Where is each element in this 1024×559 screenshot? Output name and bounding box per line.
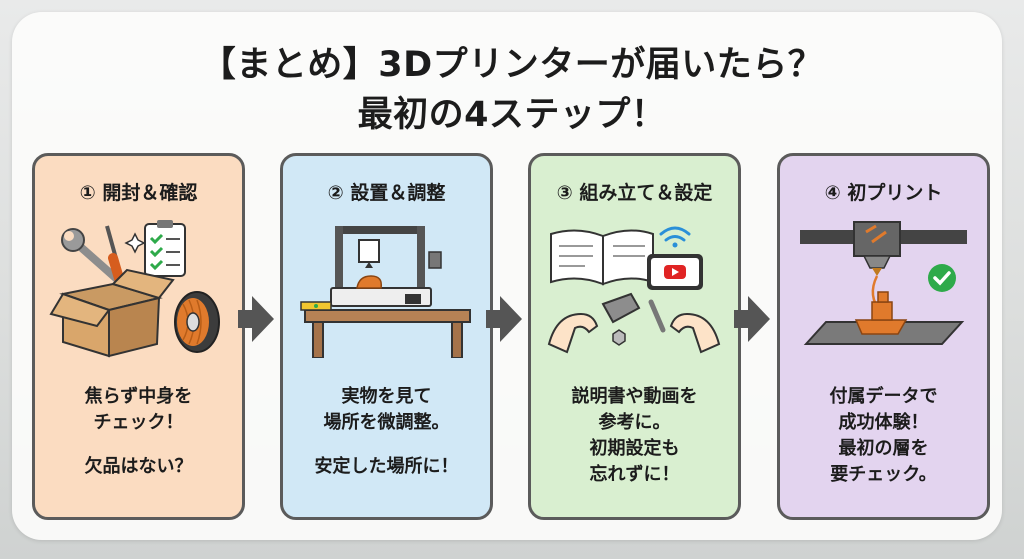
page-subtitle: 最初の4ステップ！: [357, 95, 667, 135]
unboxing-illustration: [49, 220, 220, 358]
arrow-right-icon: [734, 296, 770, 342]
nozzle-icon: [800, 221, 967, 276]
step-description: 焦らず中身を チェック！ 欠品はない？: [84, 386, 193, 477]
step-description: 付属データで 成功体験！ 最初の層を 要チェック。: [829, 386, 938, 485]
setup-illustration: [300, 226, 471, 358]
page-title: 【まとめ】3Dプリンターが届いたら？: [200, 45, 824, 85]
step-description: 実物を見て 場所を微調整。 安定した場所に！: [314, 386, 459, 477]
step-description: 説明書や動画を 参考に。 初期設定も 忘れずに！: [571, 386, 698, 485]
step-card-unbox: ① 開封＆確認: [32, 153, 245, 520]
step-title: ③ 組み立て＆設定: [556, 182, 713, 204]
box-icon: [49, 268, 175, 358]
first-print-illustration: [800, 221, 967, 345]
step-card-assemble: ③ 組み立て＆設定 説明書や動画を 参考に。 初期設定も 忘れずに！: [528, 153, 741, 520]
step-title: ② 設置＆調整: [327, 182, 446, 204]
step-title: ④ 初プリント: [824, 182, 943, 204]
step-card-first-print: ④ 初プリント 付属データで 成功体験！ 最初の層を 要チェック。: [777, 153, 990, 520]
video-icon: [647, 254, 703, 290]
table-icon: [304, 309, 471, 358]
level-icon: [300, 301, 332, 311]
boat-model-icon: [854, 291, 908, 335]
wifi-icon: [659, 226, 691, 248]
sparkle-icon: [124, 232, 146, 254]
hands-icon: [547, 292, 721, 354]
check-icon: [928, 264, 956, 292]
book-icon: [550, 229, 654, 286]
checklist-icon: [144, 220, 186, 277]
arrow-right-icon: [486, 296, 522, 342]
arrow-right-icon: [238, 296, 274, 342]
assembly-illustration: [547, 226, 721, 354]
step-card-setup: ② 設置＆調整 実物を見て 場所を微調整。 安定した場所に！: [280, 153, 493, 520]
filament-spool-icon: [174, 291, 220, 353]
step-title: ① 開封＆確認: [79, 182, 198, 204]
printer-icon: [330, 226, 442, 307]
